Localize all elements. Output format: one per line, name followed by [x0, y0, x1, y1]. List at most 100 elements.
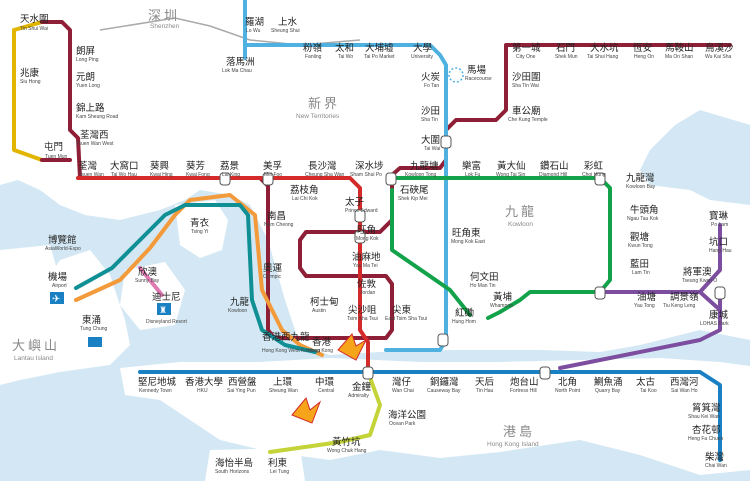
station-label-en: Tin Hau [476, 388, 494, 394]
tseung-kwan-o-line [558, 223, 722, 370]
station-label-en: Tsim Sha Tsui [347, 316, 378, 322]
station-label-en: Whampoa [490, 303, 513, 309]
region-label-hk-island-zh: 港島 [503, 424, 535, 439]
station-label-zh: 金鐘 [352, 381, 372, 393]
hong-kong-island-land [120, 358, 750, 475]
station-label-en: Choi Hung [582, 172, 606, 178]
station-label-en: Sheung Shui [271, 28, 300, 34]
station-label-en: Heng Fa Chuen [688, 436, 724, 442]
station-label-zh: 馬場 [467, 64, 487, 76]
station-label-zh: 香港大學 [185, 376, 223, 388]
light-rail-line [12, 20, 44, 162]
station-label-zh: 沙田圍 [512, 72, 541, 83]
station-label-zh: 香港西九龍 [262, 331, 310, 343]
station-label-zh: 藍田 [630, 258, 649, 270]
station-label-zh: 沙田 [421, 106, 440, 117]
station-label-en: South Horizons [215, 469, 250, 475]
station-label-en: Chai Wan [705, 463, 727, 469]
airport-icon [50, 292, 64, 304]
station-label-zh: 杏花邨 [692, 424, 721, 436]
interchange-marker [362, 366, 374, 380]
interchange-marker [262, 172, 274, 186]
station-label-en: Olympic [263, 274, 282, 280]
station-label-en: Sha Tin [421, 117, 438, 123]
interchange-marker [385, 172, 397, 186]
station-label-en: Ngau Tau Kok [627, 216, 659, 222]
disneyland-icon [157, 303, 171, 315]
station-label-en: Kowloon [228, 308, 247, 314]
station-label-zh: 堅尼地城 [138, 376, 177, 388]
disneyland-resort-line [138, 266, 164, 297]
station-label-en: Sunny Bay [135, 278, 160, 284]
station-label-en: Shau Kei Wan [688, 414, 720, 420]
station-label-zh: 太和 [335, 42, 354, 54]
station-label-zh: 旺角東 [452, 227, 481, 239]
station-label-zh: 長沙灣 [308, 160, 337, 172]
station-label-en: Hang Hau [709, 248, 732, 254]
tsing-yi-land [175, 200, 228, 258]
station-label-en: Nam Cheong [264, 222, 294, 228]
station-label-en: Austin [312, 308, 326, 314]
station-label-en: Shek Kip Mei [398, 196, 427, 202]
station-label-zh: 南昌 [267, 210, 286, 222]
station-label-zh: 西灣河 [670, 376, 699, 388]
station-label-en: Tai Shui Hang [587, 54, 618, 60]
region-label-kowloon-en: Kowloon [508, 221, 533, 228]
station-label-en: Lok Ma Chau [222, 68, 252, 74]
station-label-zh: 黃大仙 [497, 160, 526, 172]
station-label-zh: 炮台山 [510, 376, 539, 388]
station-label-en: Kennedy Town [139, 388, 172, 394]
station-label-zh: 奧運 [263, 262, 283, 274]
region-label-shenzhen-zh: 深圳 [148, 8, 180, 23]
station-label-zh: 北角 [558, 376, 577, 388]
tung-chung-line [74, 193, 324, 357]
station-label-en: HKU [197, 388, 208, 394]
station-label-zh: 機場 [48, 271, 68, 283]
station-label-en: Tai Po Market [364, 54, 395, 60]
station-label-zh: 將軍澳 [683, 266, 712, 278]
station-label-en: Diamond Hill [539, 172, 567, 178]
station-label-zh: 九龍塘 [410, 160, 439, 172]
cable-car-icon [88, 337, 102, 347]
station-label-zh: 海洋公園 [388, 409, 426, 421]
station-label-en: Kwai Fong [186, 172, 210, 178]
station-label-zh: 黃埔 [493, 291, 513, 303]
station-label-en: Che Kung Temple [508, 117, 548, 123]
interchange-arrow-icon [337, 333, 368, 361]
station-label-zh: 香港 [312, 336, 332, 348]
station-label-en: Lo Wu [246, 28, 261, 34]
station-label-en: Hong Kong West Kowloon [262, 348, 320, 354]
station-label-zh: 牛頭角 [630, 204, 659, 216]
station-label-en: Admiralty [348, 393, 369, 399]
interchange-marker [594, 172, 606, 186]
station-label-zh: 火炭 [421, 72, 441, 83]
station-label-zh: 海怡半島 [215, 457, 253, 469]
station-label-en: Fanling [305, 54, 322, 60]
station-label-zh: 恆安 [633, 42, 652, 54]
station-label-en: Tiu Keng Leng [663, 303, 696, 309]
station-label-en: Wan Chai [392, 388, 414, 394]
station-label-zh: 太子 [345, 196, 365, 208]
station-label-zh: 大圍 [421, 134, 440, 146]
interchange-marker [354, 230, 366, 244]
station-label-zh: 觀塘 [630, 231, 650, 243]
station-label-en: Hong Kong [308, 348, 333, 354]
station-label-zh: 錦上路 [76, 102, 105, 114]
station-label-en: Ocean Park [389, 421, 416, 427]
station-label-zh: 大水坑 [590, 42, 619, 54]
station-label-en: Racecourse [465, 76, 492, 82]
station-label-zh: 葵興 [150, 160, 170, 172]
airport-plane-glyph: ✈ [52, 294, 60, 305]
station-label-zh: 羅湖 [245, 17, 264, 28]
station-label-zh: 荔景 [220, 160, 239, 172]
region-label-hk-island-en: Hong Kong Island [487, 441, 539, 448]
station-label-zh: 荔枝角 [290, 184, 319, 196]
station-label-en: Ho Man Tin [470, 283, 496, 289]
station-label-zh: 樂富 [462, 160, 481, 172]
station-label-zh: 油塘 [637, 291, 657, 303]
station-label-en: Central [318, 388, 334, 394]
station-label-en: Tsuen Wan West [76, 141, 114, 147]
station-label-zh: 兆康 [20, 67, 40, 79]
station-label-en: Tai Wo [338, 54, 353, 60]
